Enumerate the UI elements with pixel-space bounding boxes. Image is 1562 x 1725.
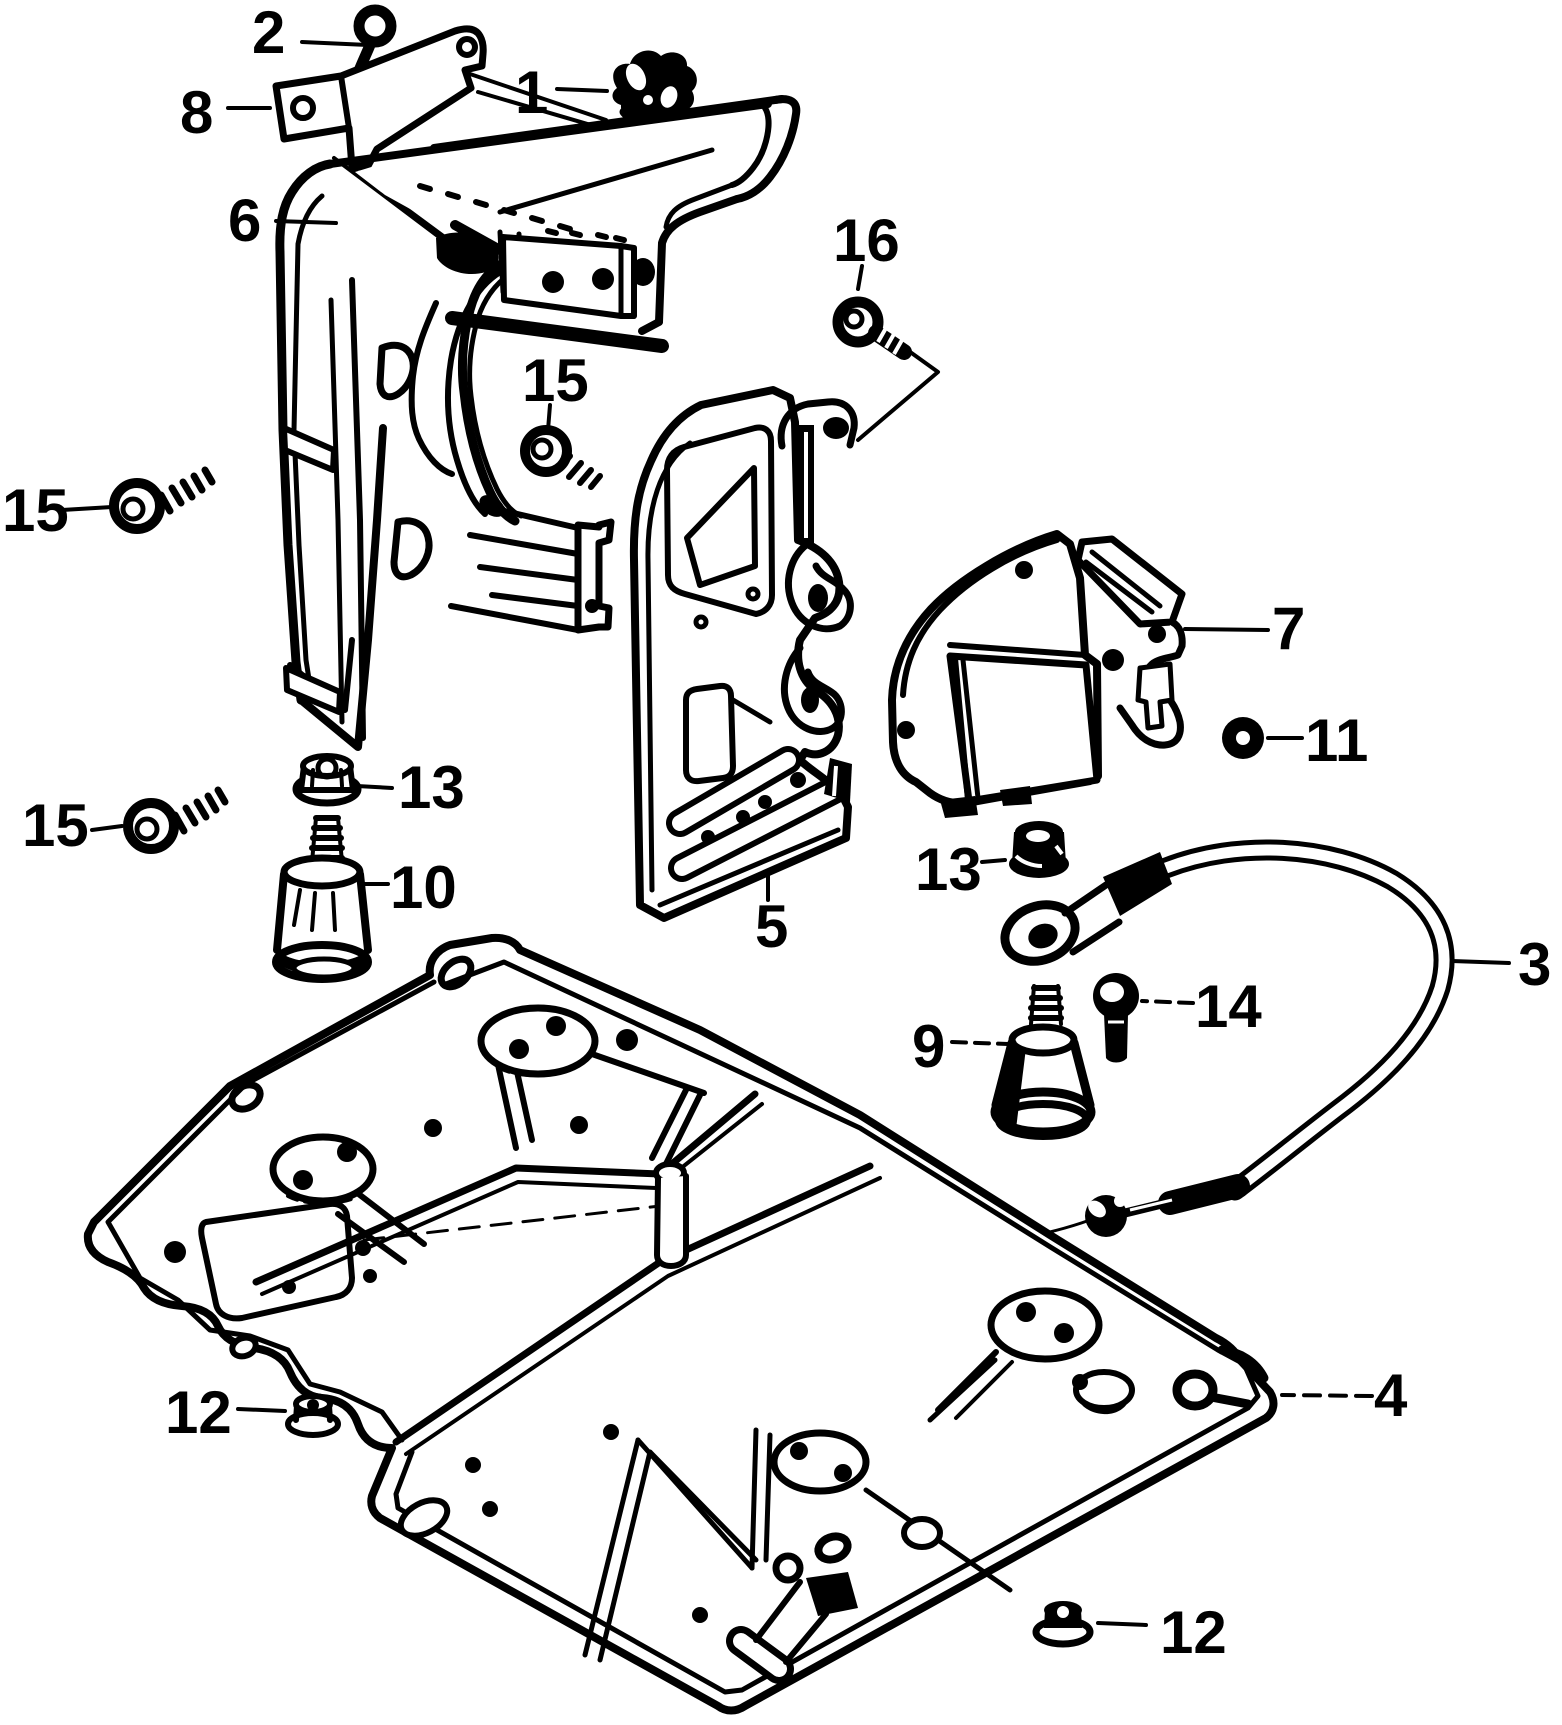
svg-text:15: 15 — [2, 477, 69, 544]
svg-text:4: 4 — [1374, 1362, 1408, 1429]
svg-text:12: 12 — [165, 1379, 232, 1446]
svg-text:7: 7 — [1272, 595, 1305, 662]
svg-text:13: 13 — [398, 754, 465, 821]
svg-text:3: 3 — [1518, 931, 1551, 998]
svg-text:2: 2 — [252, 0, 285, 66]
svg-text:8: 8 — [180, 79, 213, 146]
svg-text:12: 12 — [1160, 1599, 1227, 1666]
svg-text:16: 16 — [833, 207, 900, 274]
svg-text:5: 5 — [755, 893, 788, 960]
svg-text:9: 9 — [912, 1013, 945, 1080]
svg-text:13: 13 — [915, 836, 982, 903]
svg-text:11: 11 — [1305, 707, 1368, 774]
svg-text:6: 6 — [228, 187, 261, 254]
svg-text:10: 10 — [390, 854, 457, 921]
svg-text:14: 14 — [1195, 973, 1262, 1040]
svg-text:15: 15 — [522, 347, 589, 414]
svg-text:15: 15 — [22, 792, 89, 859]
